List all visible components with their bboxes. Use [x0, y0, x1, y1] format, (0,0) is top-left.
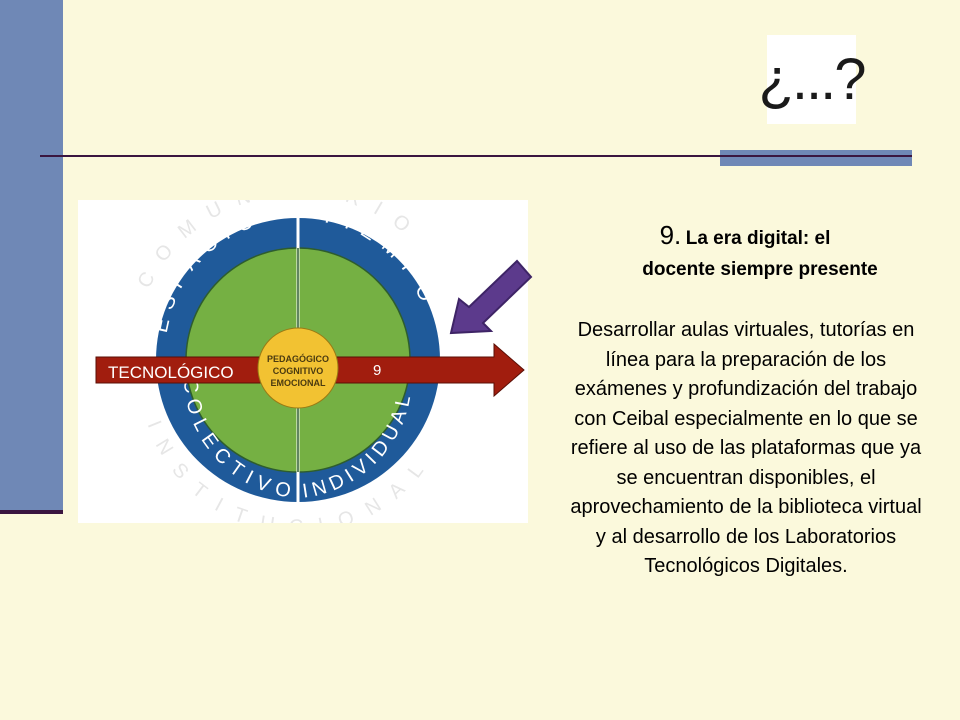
- center-text-3: EMOCIONAL: [271, 378, 327, 388]
- center-text-2: COGNITIVO: [273, 366, 324, 376]
- heading-line-1: La era digital: el: [685, 228, 831, 249]
- slide-heading: 9. La era digital: el docente siempre pr…: [590, 220, 900, 285]
- left-bar-underline: [0, 510, 63, 514]
- diagram-svg: COMUNITARIO INSTITUCIONAL ESPACIO TIEMPO…: [95, 200, 525, 523]
- heading-number: 9.: [659, 220, 682, 250]
- heading-line-2: docente siempre presente: [642, 259, 878, 280]
- title-rule: [40, 155, 912, 157]
- arrow-label: TECNOLÓGICO: [108, 363, 234, 382]
- title-rule-accent: [720, 150, 912, 166]
- slide-body-text: Desarrollar aulas virtuales, tutorías en…: [570, 319, 922, 577]
- pedagogical-diagram: COMUNITARIO INSTITUCIONAL ESPACIO TIEMPO…: [78, 200, 528, 523]
- pointer-arrow-shape: [449, 259, 533, 335]
- arrow-number: 9: [373, 362, 381, 379]
- left-accent-bar: [0, 0, 63, 512]
- pointer-arrow-icon: [449, 259, 533, 335]
- question-mark-icon: ¿...?: [758, 35, 867, 124]
- center-circle: [257, 327, 339, 409]
- center-text-1: PEDAGÓGICO: [267, 353, 329, 364]
